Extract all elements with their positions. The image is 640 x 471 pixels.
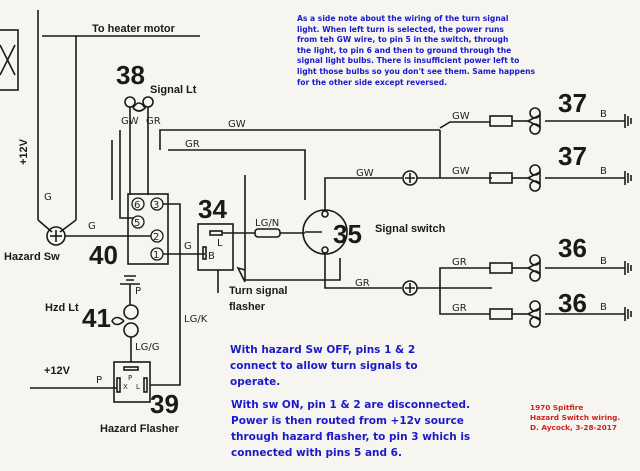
svg-text:GR: GR <box>452 257 467 268</box>
hazard-flasher-label: Hazard Flasher <box>100 423 180 435</box>
svg-text:1: 1 <box>153 250 159 261</box>
svg-text:G: G <box>88 221 96 232</box>
svg-text:GR: GR <box>355 278 370 289</box>
svg-text:GW: GW <box>356 168 374 179</box>
front-lamp-1 <box>489 107 632 135</box>
credit-note: 1970 Spitfire Hazard Switch wiring. D. A… <box>530 403 621 432</box>
svg-text:LG/K: LG/K <box>184 314 208 325</box>
svg-text:L: L <box>217 238 223 249</box>
heater-motor-label: To heater motor <box>92 23 176 35</box>
svg-text:5: 5 <box>134 218 140 229</box>
svg-text:B: B <box>600 109 607 120</box>
svg-text:GR: GR <box>452 303 467 314</box>
switch-pins: 6 3 5 2 1 <box>131 197 164 261</box>
hazard-switch-indicator <box>46 226 66 246</box>
svg-text:LG/G: LG/G <box>135 342 159 353</box>
svg-text:GW: GW <box>452 111 470 122</box>
plus12v-label: +12V <box>44 365 71 377</box>
svg-text:2: 2 <box>153 232 159 243</box>
side-note: As a side note about the wiring of the t… <box>297 14 536 87</box>
svg-text:36: 36 <box>558 233 587 263</box>
junction-gr <box>402 280 418 296</box>
hazard-flasher-number: 39 <box>150 389 179 419</box>
svg-text:3: 3 <box>153 200 159 211</box>
signal-lt-label: Signal Lt <box>150 84 197 96</box>
turn-signal-flasher-box <box>197 223 234 271</box>
junction-gw <box>402 170 418 186</box>
svg-text:36: 36 <box>558 288 587 318</box>
svg-text:B: B <box>600 302 607 313</box>
hzd-lt-number: 41 <box>82 303 111 333</box>
svg-text:P: P <box>128 374 132 382</box>
hazard-off-note: With hazard Sw OFF, pins 1 & 2 connect t… <box>230 344 418 388</box>
svg-text:37: 37 <box>558 141 587 171</box>
svg-text:LG/N: LG/N <box>255 218 279 229</box>
svg-text:X: X <box>123 383 128 391</box>
svg-text:P: P <box>96 375 102 386</box>
svg-text:P: P <box>135 286 141 297</box>
flasher-number: 34 <box>198 194 227 224</box>
signal-switch-label: Signal switch <box>375 223 446 235</box>
svg-text:6: 6 <box>134 200 140 211</box>
svg-text:GW: GW <box>228 119 246 130</box>
hazard-sw-label: Hazard Sw <box>4 251 60 263</box>
svg-text:L: L <box>136 383 140 391</box>
heater-motor-symbol <box>0 29 19 91</box>
hazard-flasher-box <box>113 361 151 403</box>
svg-text:G: G <box>184 241 192 252</box>
front-lamp-2 <box>489 164 632 192</box>
signal-switch-number: 35 <box>333 219 362 249</box>
plus12v-vertical-label: +12V <box>18 138 30 165</box>
svg-text:GR: GR <box>146 116 161 127</box>
resistor <box>254 228 281 238</box>
svg-text:B: B <box>600 256 607 267</box>
hazard-switch-block <box>127 193 169 265</box>
svg-text:37: 37 <box>558 88 587 118</box>
hazard-lamp <box>111 275 140 362</box>
hazard-on-note: With sw ON, pin 1 & 2 are disconnected. … <box>231 399 471 459</box>
rear-lamp-1 <box>489 254 632 282</box>
hazard-sw-number: 40 <box>89 240 118 270</box>
svg-text:B: B <box>208 251 215 262</box>
signal-lt-number: 38 <box>116 60 145 90</box>
svg-text:B: B <box>600 166 607 177</box>
rear-lamp-2 <box>489 300 632 328</box>
turn-signal-label: Turn signal <box>229 285 287 297</box>
svg-text:GR: GR <box>185 139 200 150</box>
svg-text:GW: GW <box>452 166 470 177</box>
flasher-label: flasher <box>229 301 266 313</box>
hzd-lt-label: Hzd Lt <box>45 302 79 314</box>
svg-text:G: G <box>44 192 52 203</box>
